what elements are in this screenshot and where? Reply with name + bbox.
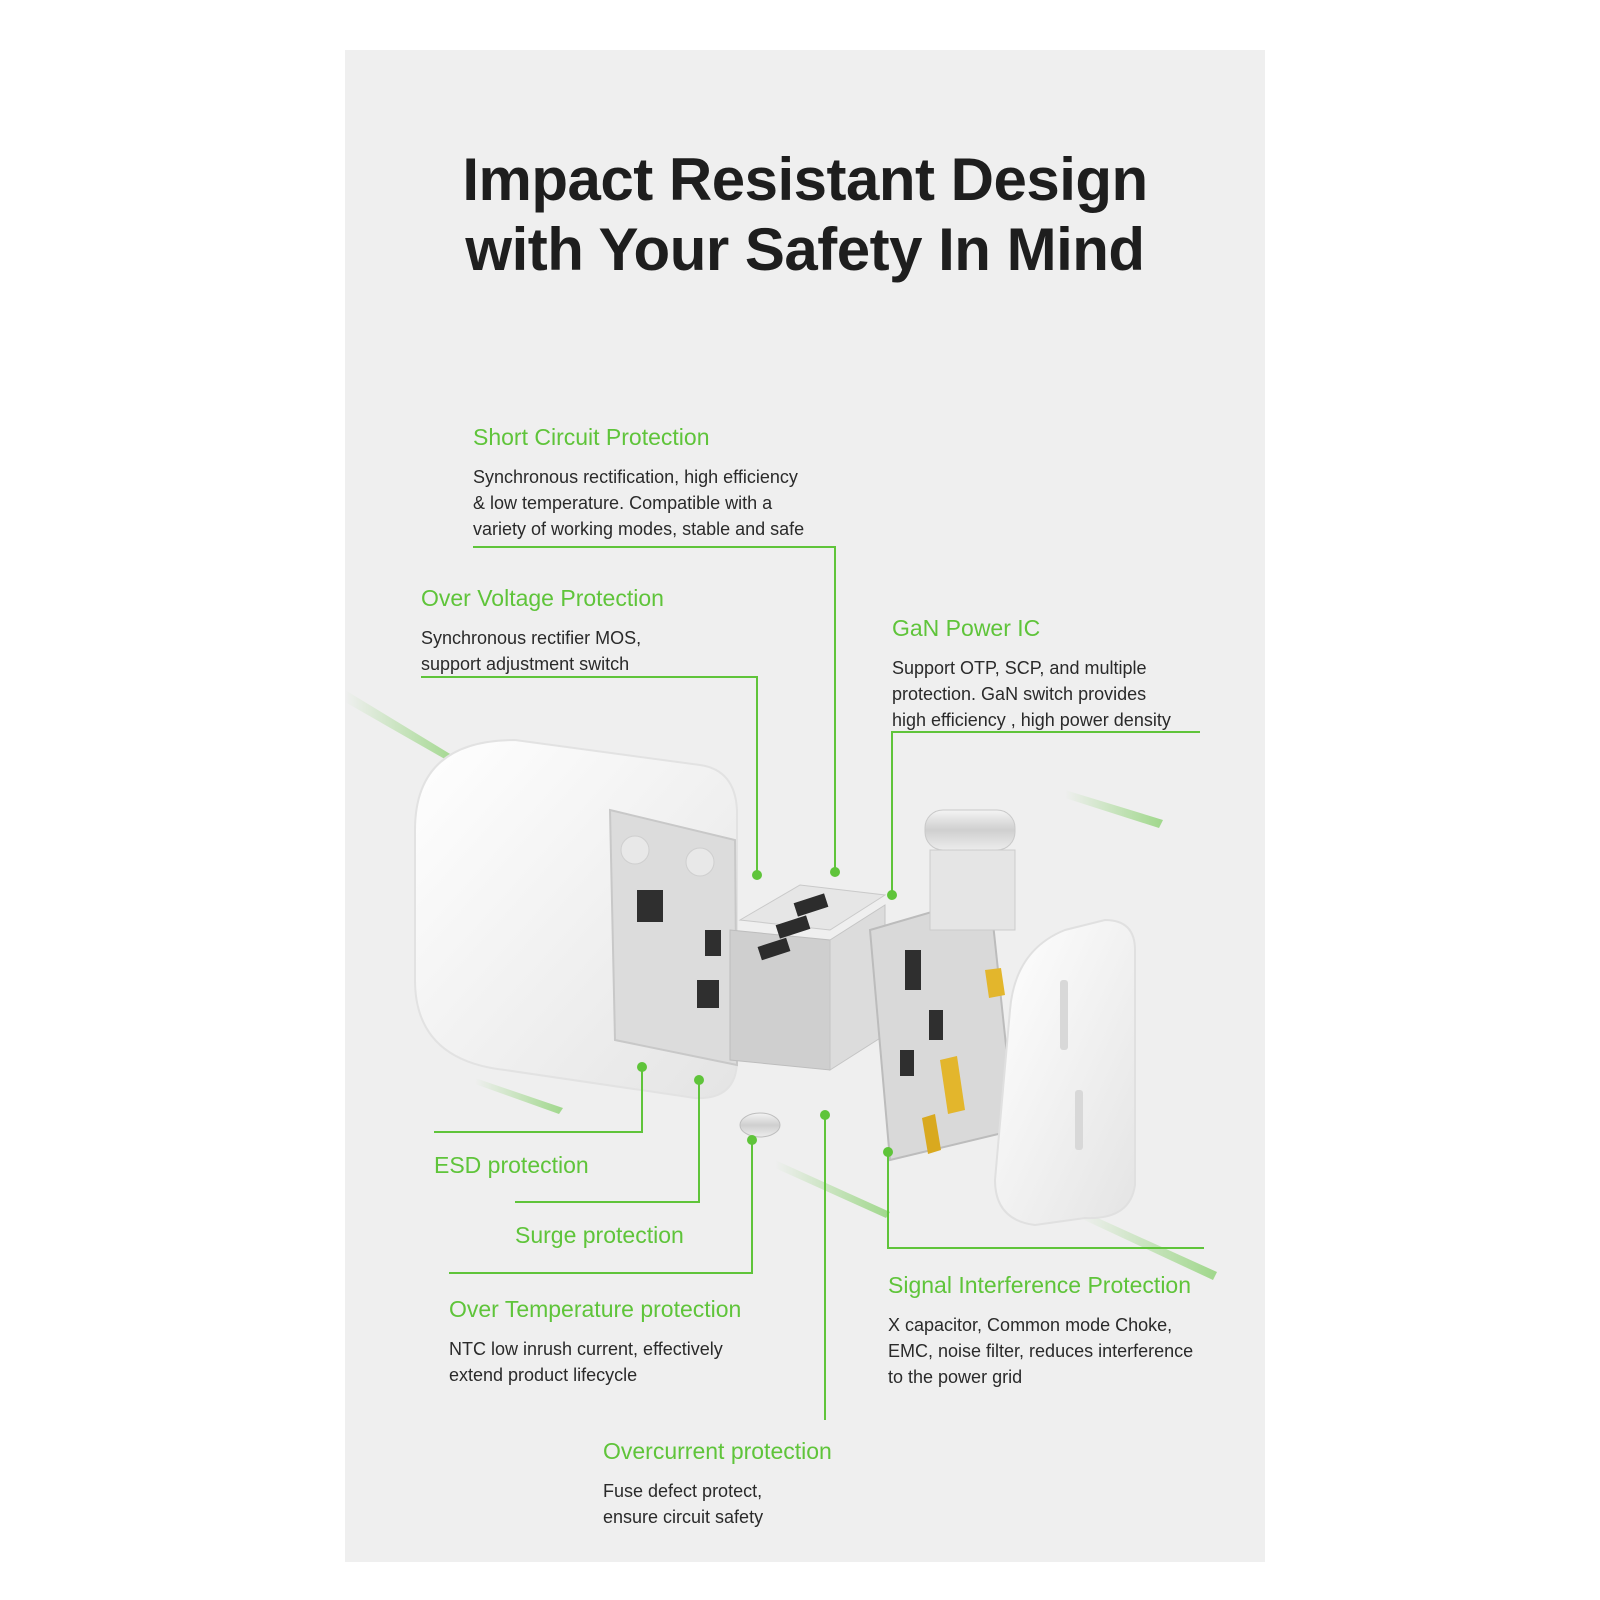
heading-esd: ESD protection <box>434 1152 589 1178</box>
plug-face-plate <box>993 918 1136 1227</box>
title-line-1: Impact Resistant Design <box>462 146 1148 213</box>
chip <box>697 980 719 1008</box>
screw-boss <box>685 847 715 877</box>
heading-short-circuit: Short Circuit Protection <box>473 424 710 450</box>
main-pcb <box>868 809 1017 1162</box>
label-gan-power-ic: GaN Power IC Support OTP, SCP, and multi… <box>892 613 1171 733</box>
heading-over-temp: Over Temperature protection <box>449 1296 742 1322</box>
streak-top-right <box>1065 790 1163 828</box>
callout-line-esd <box>434 1067 643 1133</box>
chip <box>793 893 829 917</box>
callout-dot-over-voltage <box>752 870 762 880</box>
callout-dot-over-temp <box>747 1135 757 1145</box>
brass-pin <box>985 968 1005 998</box>
callout-line-surge <box>515 1080 700 1203</box>
callout-dot-overcurrent <box>820 1110 830 1120</box>
motion-streaks <box>345 690 1217 1280</box>
callout-dot-surge <box>694 1075 704 1085</box>
heatsink-fin <box>924 809 1016 851</box>
page-title: Impact Resistant Design with Your Safety… <box>345 145 1265 285</box>
callout-dot-signal <box>883 1147 893 1157</box>
heading-surge: Surge protection <box>515 1222 684 1248</box>
title-line-2: with Your Safety In Mind <box>465 216 1145 283</box>
heading-signal: Signal Interference Protection <box>888 1272 1192 1298</box>
label-surge-protection: Surge protection <box>515 1220 684 1250</box>
callout-line-signal <box>887 1152 1204 1249</box>
desc-short-circuit: Synchronous rectification, high efficien… <box>473 467 805 539</box>
heading-over-voltage: Over Voltage Protection <box>421 585 664 611</box>
brass-pin <box>922 1114 941 1154</box>
callout-line-gan <box>891 731 1200 895</box>
label-over-voltage-protection: Over Voltage Protection Synchronous rect… <box>421 583 664 677</box>
charger-housing <box>414 738 739 1100</box>
chip <box>775 915 811 939</box>
face-plate <box>993 918 1136 1227</box>
coin-capacitor <box>739 1112 781 1138</box>
chip <box>905 950 921 990</box>
callout-lines <box>421 546 1204 1420</box>
plug-slot <box>1060 980 1068 1050</box>
desc-signal: X capacitor, Common mode Choke, EMC, noi… <box>888 1315 1194 1387</box>
infographic-panel: Impact Resistant Design with Your Safety… <box>345 50 1265 1562</box>
exploded-charger-illustration <box>345 546 1217 1420</box>
callout-line-over-voltage <box>421 676 758 875</box>
screw-boss <box>620 835 650 865</box>
chip <box>757 937 791 961</box>
transformer-block <box>729 884 887 1138</box>
callout-dot-short-circuit <box>830 867 840 877</box>
chip <box>705 930 721 956</box>
chip <box>929 1010 943 1040</box>
desc-gan: Support OTP, SCP, and multiple protectio… <box>892 658 1171 730</box>
streak-top-left <box>345 690 460 766</box>
streak-bottom-left <box>475 1078 563 1114</box>
callout-line-short-circuit <box>473 546 836 872</box>
streak-bottom-center <box>775 1160 890 1218</box>
heading-overcurrent: Overcurrent protection <box>603 1438 832 1464</box>
heatsink-fin <box>929 849 1016 931</box>
chip <box>900 1050 914 1076</box>
callout-line-over-temp <box>449 1140 753 1274</box>
label-signal-interference-protection: Signal Interference Protection X capacit… <box>888 1270 1193 1390</box>
plug-slot <box>1075 1090 1083 1150</box>
streak-bottom-right <box>1080 1210 1217 1280</box>
desc-overcurrent: Fuse defect protect, ensure circuit safe… <box>603 1481 764 1527</box>
heading-gan: GaN Power IC <box>892 615 1041 641</box>
chip <box>637 890 663 922</box>
callout-dot-esd <box>637 1062 647 1072</box>
label-overcurrent-protection: Overcurrent protection Fuse defect prote… <box>603 1436 832 1530</box>
label-short-circuit-protection: Short Circuit Protection Synchronous rec… <box>473 422 804 542</box>
callout-dot-gan <box>887 890 897 900</box>
desc-over-temp: NTC low inrush current, effectively exte… <box>449 1339 723 1385</box>
label-esd-protection: ESD protection <box>434 1150 589 1180</box>
desc-over-voltage: Synchronous rectifier MOS, support adjus… <box>421 628 642 674</box>
brass-pin <box>940 1056 965 1114</box>
label-over-temperature-protection: Over Temperature protection NTC low inru… <box>449 1294 741 1388</box>
